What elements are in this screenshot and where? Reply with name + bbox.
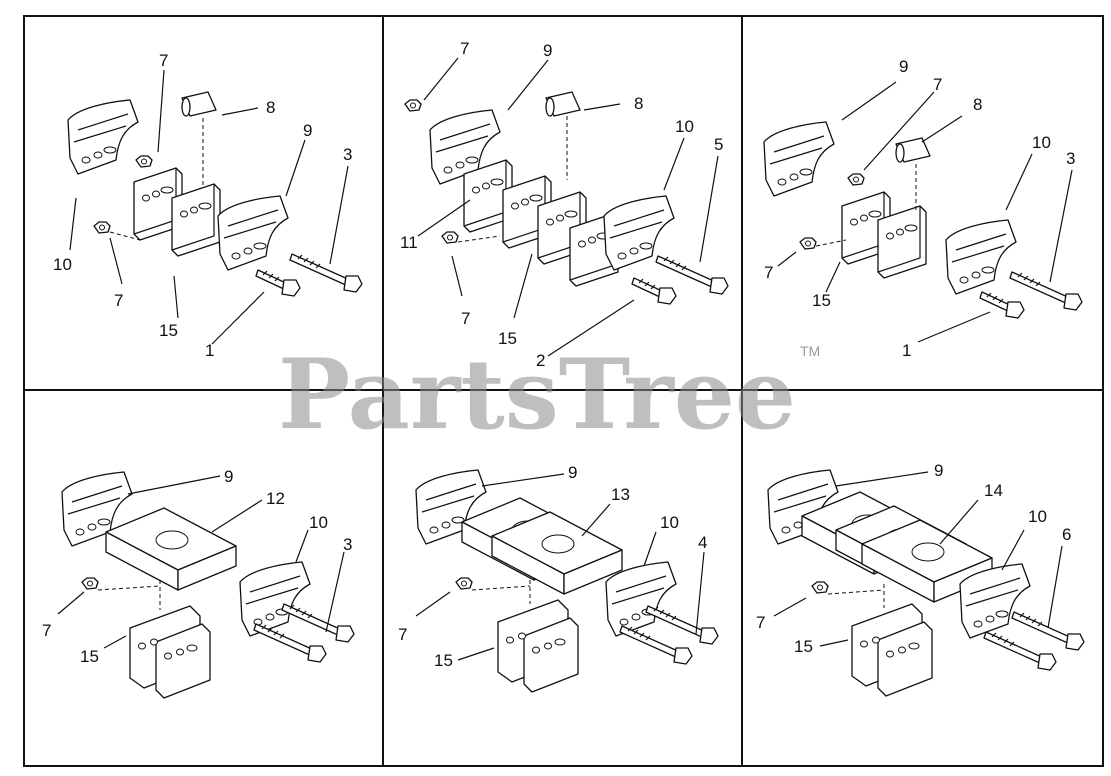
panel-top-right: 9 7 8 10 3 7 15 1 bbox=[763, 57, 1083, 360]
watermark: PartsTree TM bbox=[278, 338, 820, 451]
callout-label: 3 bbox=[1066, 149, 1075, 168]
callout-label: 15 bbox=[159, 321, 178, 340]
callout-label: 7 bbox=[756, 613, 765, 632]
callout-label: 15 bbox=[498, 329, 517, 348]
callout-label: 7 bbox=[461, 309, 470, 328]
callout-label: 7 bbox=[114, 291, 123, 310]
callout-label: 15 bbox=[80, 647, 99, 666]
callout-label: 10 bbox=[53, 255, 72, 274]
callout-label: 7 bbox=[764, 263, 773, 282]
callout-label: 10 bbox=[675, 117, 694, 136]
callout-label: 8 bbox=[973, 95, 982, 114]
panel-bottom-middle: 9 13 10 4 7 15 bbox=[398, 463, 719, 693]
panel-bottom-left: 9 12 10 3 7 15 bbox=[42, 467, 355, 699]
callout-label: 10 bbox=[1032, 133, 1051, 152]
callout-label: 15 bbox=[794, 637, 813, 656]
callout-label: 7 bbox=[398, 625, 407, 644]
callout-label: 13 bbox=[611, 485, 630, 504]
panel-grid bbox=[23, 15, 1104, 767]
callout-label: 1 bbox=[902, 341, 911, 360]
callout-label: 7 bbox=[159, 51, 168, 70]
callout-label: 6 bbox=[1062, 525, 1071, 544]
watermark-text: PartsTree bbox=[278, 338, 796, 451]
panel-bottom-right: 9 14 10 6 7 15 bbox=[756, 461, 1085, 697]
callout-label: 10 bbox=[309, 513, 328, 532]
callout-label: 10 bbox=[1028, 507, 1047, 526]
callout-label: 8 bbox=[266, 98, 275, 117]
callout-label: 3 bbox=[343, 535, 352, 554]
callout-label: 7 bbox=[933, 75, 942, 94]
callout-label: 3 bbox=[343, 145, 352, 164]
callout-label: 9 bbox=[303, 121, 312, 140]
panel-top-middle: 7 9 8 10 5 11 7 15 2 bbox=[400, 39, 729, 370]
callout-label: 9 bbox=[568, 463, 577, 482]
callout-label: 9 bbox=[934, 461, 943, 480]
callout-label: 7 bbox=[460, 39, 469, 58]
callout-label: 14 bbox=[984, 481, 1003, 500]
panel-top-left: 7 8 9 3 10 7 15 1 bbox=[53, 51, 363, 360]
callout-label: 11 bbox=[400, 233, 418, 252]
callout-label: 1 bbox=[205, 341, 214, 360]
callout-label: 8 bbox=[634, 94, 643, 113]
callout-label: 10 bbox=[660, 513, 679, 532]
callout-label: 15 bbox=[434, 651, 453, 670]
callout-label: 15 bbox=[812, 291, 831, 310]
callout-label: 9 bbox=[899, 57, 908, 76]
callout-label: 2 bbox=[536, 351, 545, 370]
callout-label: 5 bbox=[714, 135, 723, 154]
callout-label: 12 bbox=[266, 489, 285, 508]
callout-label: 4 bbox=[698, 533, 707, 552]
callout-label: 9 bbox=[543, 41, 552, 60]
callout-label: 7 bbox=[42, 621, 51, 640]
callout-label: 9 bbox=[224, 467, 233, 486]
trademark-mark: TM bbox=[800, 343, 820, 359]
